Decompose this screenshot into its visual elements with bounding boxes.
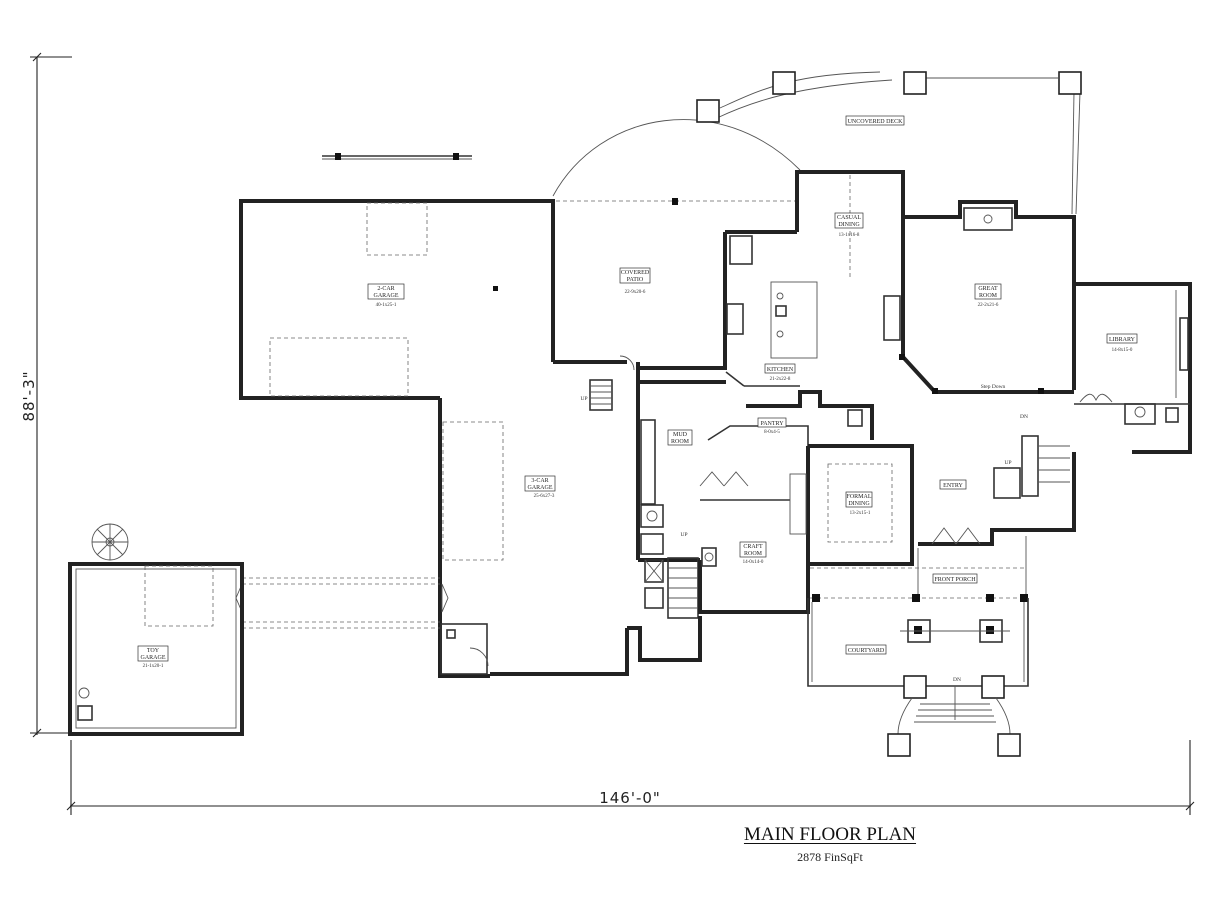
rooms-kitchen-size-label: 21-2x22-8 [770,377,791,382]
rooms-toy-garage-name1-label: TOY [147,648,160,654]
front-porch: FRONT PORCH [810,536,1028,602]
rooms-formal-dining-name1-label: FORMAL [846,494,871,500]
rooms-toy-garage-size-label: 21-1x20-1 [143,664,164,669]
annotations-up-garage-label: UP [580,396,587,402]
rooms-uncovered-deck-name-label: UNCOVERED DECK [848,119,903,125]
rooms-covered-patio-name1-label: COVERED [621,270,650,276]
uncovered-deck: UNCOVERED DECK [696,71,1082,215]
rooms-craft-room-name2-label: ROOM [744,551,763,557]
mud-room: MUD ROOM UP [627,368,726,662]
plan-subtitle: 2878 FinSqFt [797,850,863,864]
rooms-two-car-garage-name2-label: GARAGE [374,293,399,299]
toy-garage: TOY GARAGE 21-1x20-1 [68,523,244,736]
two-car-garage: 2-CAR GARAGE 40-1x25-1 [239,199,555,400]
rooms-covered-patio-size-label: 22-9x20-6 [625,290,646,295]
rooms-entry-name-label: ENTRY [943,483,963,489]
rooms-pantry-size-label: 8-0x4-5 [764,430,780,435]
rooms-toy-garage-name2-label: GARAGE [141,655,166,661]
width-dimension-label: 146'-0" [599,789,661,807]
rooms-craft-room-name1-label: CRAFT [743,544,763,550]
rooms-mud-room-name2-label: ROOM [671,439,690,445]
annotations-step-down-label: Step Down [981,384,1006,390]
rooms-library-size-label: 14-8x15-0 [1112,348,1133,353]
rooms-casual-dining-name1-label: CASUAL [837,215,861,221]
rooms-great-room-name2-label: ROOM [979,293,998,299]
rooms-courtyard-name-label: COURTYARD [848,648,885,654]
rooms-craft-room-size-label: 14-0x14-0 [743,560,764,565]
library: LIBRARY 14-8x15-0 [1074,282,1192,454]
trellis-beam [322,153,472,160]
rooms-two-car-garage-size-label: 40-1x25-1 [376,303,397,308]
rooms-mud-room-name1-label: MUD [673,432,688,438]
rooms-covered-patio-name2-label: PATIO [627,277,644,283]
rooms-kitchen-name-label: KITCHEN [767,367,794,373]
rooms-formal-dining-size-label: 13-2x15-1 [850,511,871,516]
pantry: PANTRY 8-0x4-5 [707,390,874,446]
rooms-two-car-garage-name1-label: 2-CAR [377,286,394,292]
rooms-casual-dining-name2-label: DINING [838,222,860,228]
width-dimension: 146'-0" [66,740,1195,815]
rooms-three-car-garage-size-label: 25-6x27-3 [534,494,555,499]
depth-dimension: 88'-3" [20,52,72,738]
great-room: Step Down GREAT ROOM 22-2x21-6 [883,200,1076,394]
rooms-great-room-size-label: 22-2x21-6 [978,303,999,308]
breezeway [235,577,449,629]
annotations-up-entry-label: UP [1004,460,1011,466]
rooms-great-room-name1-label: GREAT [978,286,998,292]
courtyard: COURTYARD DN [807,598,1029,757]
kitchen: KITCHEN 21-2x22-8 [725,230,818,387]
rooms-pantry-name-label: PANTRY [760,421,784,427]
rooms-three-car-garage-name1-label: 3-CAR [531,478,548,484]
covered-patio: COVERED PATIO 22-9x20-6 [551,119,801,370]
rooms-front-porch-name-label: FRONT PORCH [934,577,976,583]
rooms-library-name-label: LIBRARY [1109,337,1136,343]
depth-dimension-label: 88'-3" [20,370,38,421]
rooms-three-car-garage-name2-label: GARAGE [528,485,553,491]
annotations-dn-library-label: DN [1020,414,1028,420]
rooms-casual-dining-size-label: 13-1x16-8 [839,233,860,238]
entry: DN UP ENTRY [910,414,1076,546]
craft-room: CRAFT ROOM 14-0x14-0 [698,446,810,614]
plan-title: MAIN FLOOR PLAN [743,824,917,845]
rooms-formal-dining-name2-label: DINING [848,501,870,507]
annotations-dn-courtyard-label: DN [953,677,961,683]
formal-dining: FORMAL DINING 13-2x15-1 [808,444,914,566]
annotations-up-mud-label: UP [680,532,687,538]
casual-dining: CASUAL DINING 13-1x16-8 [795,170,905,280]
three-car-garage: 3-CAR GARAGE 25-6x27-3 UP [438,355,640,678]
